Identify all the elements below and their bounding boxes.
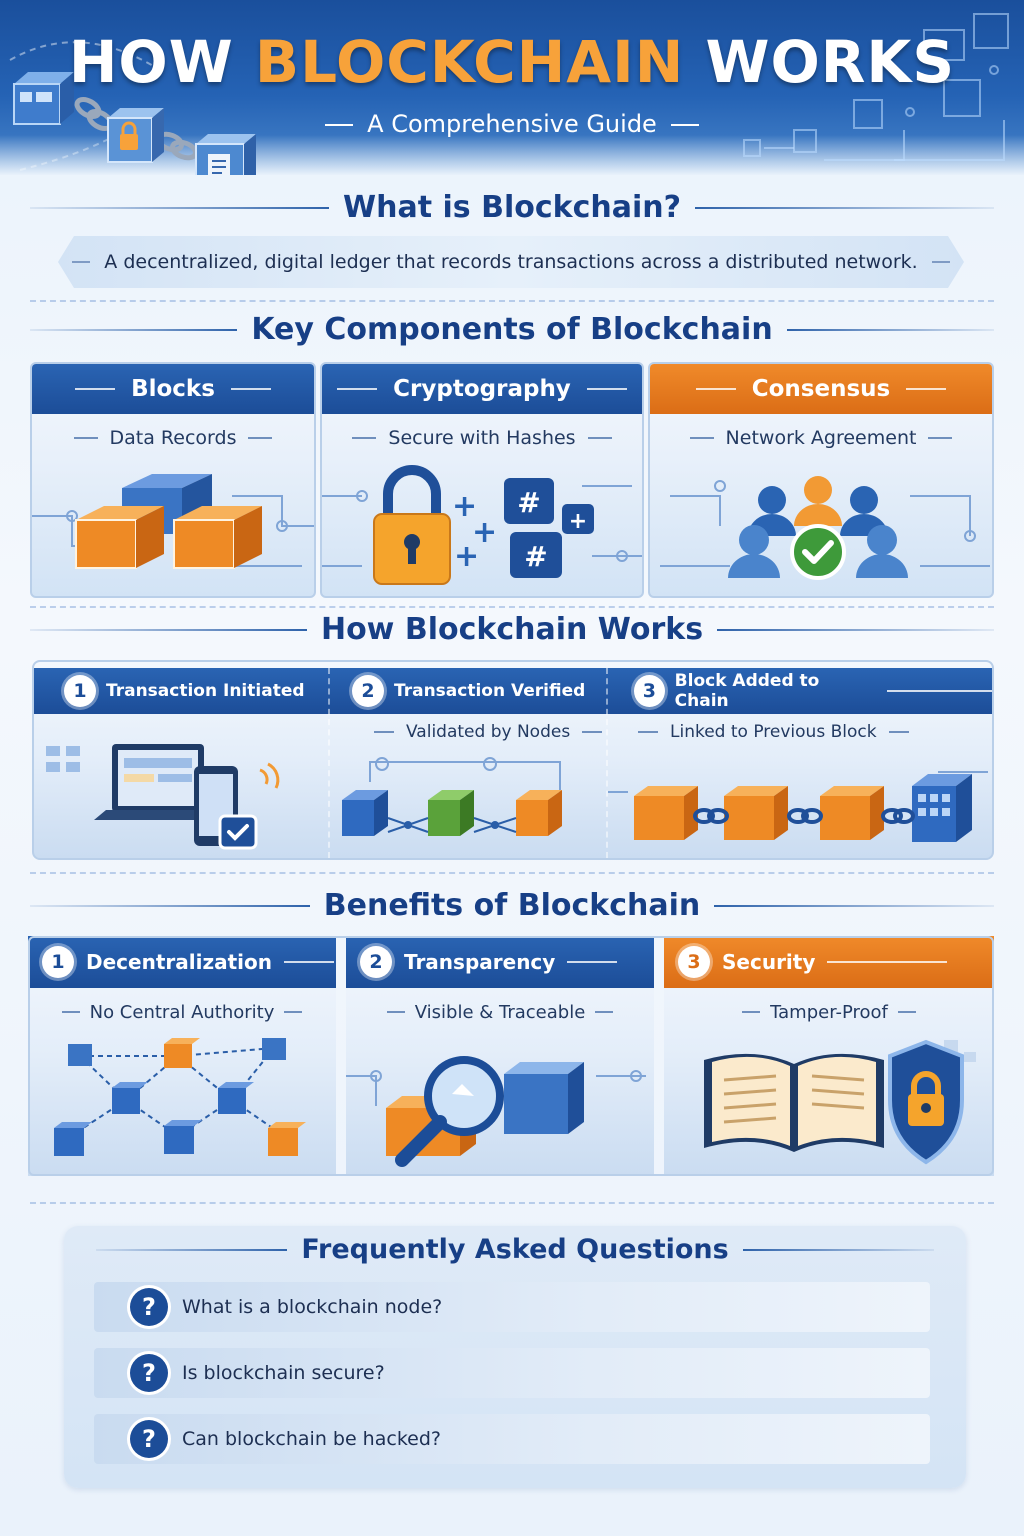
benefit-subtitle: Tamper-Proof [770,1001,888,1023]
header-banner: HOW BLOCKCHAIN WORKS A Comprehensive Gui… [0,0,1024,175]
benefit-title: Security [722,950,816,974]
benefits-heading: Benefits of Blockchain [30,888,995,923]
how-works-heading: How Blockchain Works [30,612,995,647]
shield-lock-icon [704,1039,976,1165]
title-accent: BLOCKCHAIN [254,28,685,96]
divider [30,872,994,874]
svg-text:#: # [517,486,540,519]
card-title: Cryptography [393,376,571,402]
step-title: Transaction Verified [394,681,586,701]
benefit-card-decentralization: 1 Decentralization No Central Authority [28,936,336,1176]
question-icon: ? [130,1288,168,1326]
magnifier-icon [346,1056,646,1167]
svg-text:+: + [569,509,587,534]
main-title: HOW BLOCKCHAIN WORKS [68,28,956,96]
how-works-panel: 1 Transaction Initiated 2 Transaction Veri… [32,660,994,860]
benefit-number: 2 [360,946,392,978]
benefit-subtitle: No Central Authority [89,1001,275,1023]
people-check-icon [660,476,990,580]
padlock-hash-icon: + + + # # + [322,465,642,585]
circuit-decoration [743,13,1009,161]
faq-item[interactable]: ? Is blockchain secure? [94,1348,930,1398]
benefit-title: Transparency [404,950,556,974]
step-title: Transaction Initiated [106,681,305,701]
faq-heading: Frequently Asked Questions [96,1234,935,1265]
step-number: 3 [634,675,665,707]
chained-blocks-illustration [9,41,256,175]
benefit-subtitle: Visible & Traceable [414,1001,586,1023]
cubes-icon [32,474,314,569]
component-card-consensus: Consensus Network Agreement [648,362,994,598]
step-1: 1 Transaction Initiated [64,668,305,714]
step-title: Block Added to Chain [674,671,820,711]
benefit-number: 1 [42,946,74,978]
subtitle: A Comprehensive Guide [0,110,1024,138]
faq-question: What is a blockchain node? [182,1296,443,1318]
step-3-subtitle: Linked to Previous Block [638,722,909,742]
step-2: 2 Transaction Verified [352,668,585,714]
benefit-card-transparency: 2 Transparency Visible & Traceable [346,936,654,1176]
components-heading: Key Components of Blockchain [30,312,994,347]
benefit-card-security: 3 Security Tamper-Proof [664,936,994,1176]
faq-question: Can blockchain be hacked? [182,1428,441,1450]
faq-item[interactable]: ? What is a blockchain node? [94,1282,930,1332]
card-subtitle: Data Records [109,427,237,449]
benefit-title: Decentralization [86,950,272,974]
step-3: 3 Block Added to Chain [634,668,992,714]
laptop-phone-icon [46,744,280,850]
svg-text:+: + [452,489,477,524]
benefit-number: 3 [678,946,710,978]
step-number: 2 [352,675,384,707]
svg-text:+: + [472,515,497,550]
chained-blocks-icon [608,771,988,842]
divider [30,606,994,608]
network-icon [54,1038,306,1156]
what-is-heading: What is Blockchain? [30,190,995,225]
card-subtitle: Network Agreement [725,427,917,449]
component-card-cryptography: Cryptography Secure with Hashes + + + # … [320,362,644,598]
divider [30,300,994,302]
faq-panel: Frequently Asked Questions ? What is a b… [64,1226,966,1488]
card-title: Consensus [751,376,891,402]
card-title: Blocks [131,376,215,402]
question-icon: ? [130,1420,168,1458]
definition-banner: A decentralized, digital ledger that rec… [58,236,964,288]
nodes-cubes-icon [342,757,562,836]
divider [30,1202,994,1204]
step-2-subtitle: Validated by Nodes [374,722,603,742]
faq-question: Is blockchain secure? [182,1362,385,1384]
definition-text: A decentralized, digital ledger that rec… [104,251,918,273]
question-icon: ? [130,1354,168,1392]
svg-text:+: + [454,539,479,574]
component-card-blocks: Blocks Data Records [30,362,316,598]
svg-text:#: # [524,540,547,573]
card-subtitle: Secure with Hashes [388,427,576,449]
step-number: 1 [64,675,96,707]
faq-item[interactable]: ? Can blockchain be hacked? [94,1414,930,1464]
